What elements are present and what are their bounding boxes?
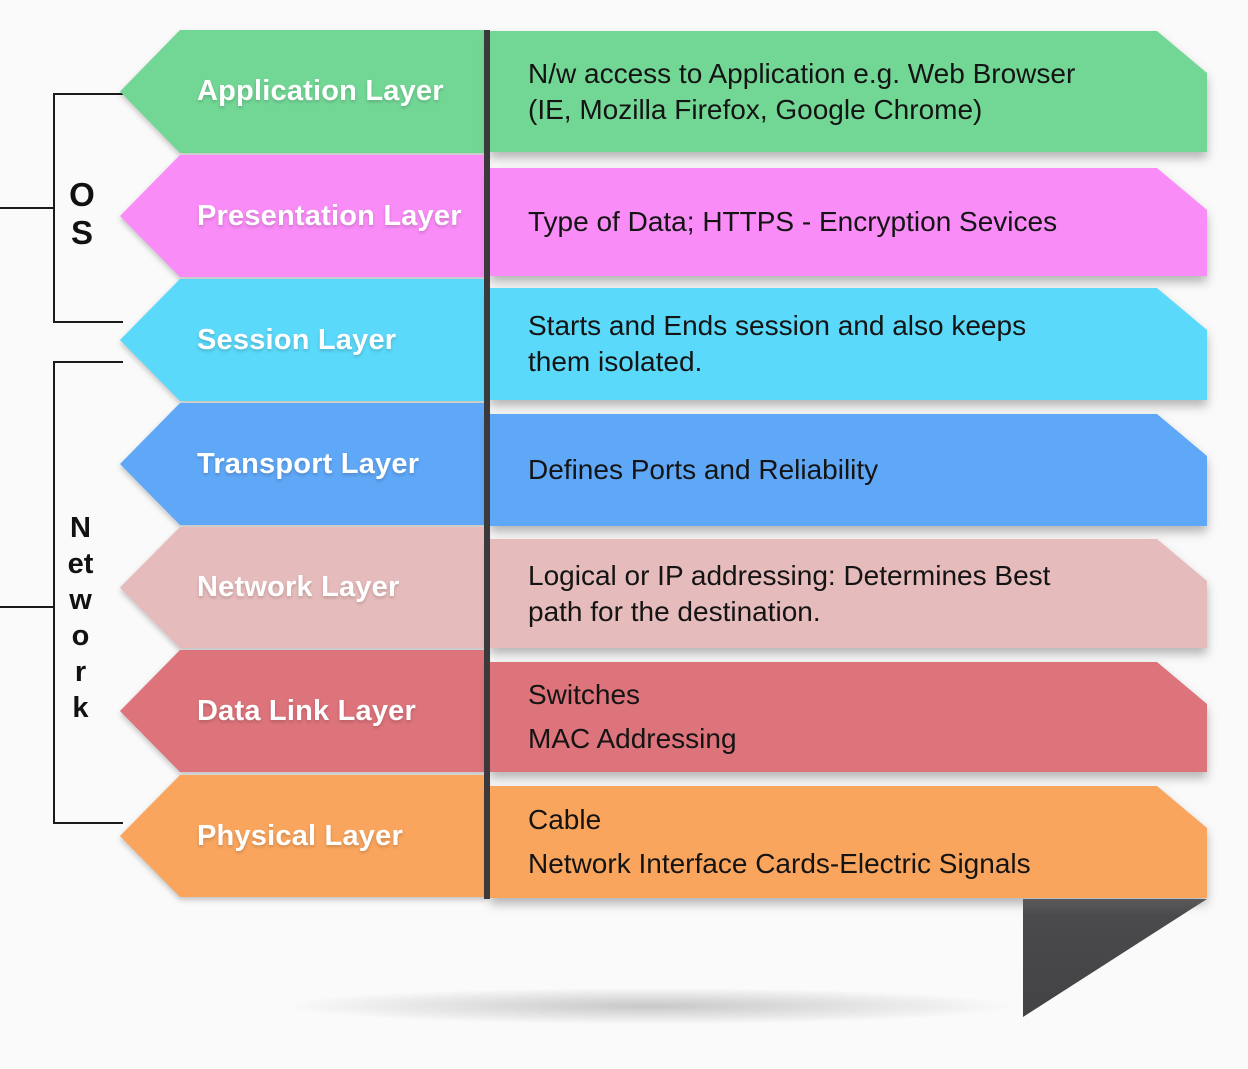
label-description-divider (484, 30, 490, 899)
network-bracket-top-arm (53, 361, 123, 363)
layer-description-physical: Cable Network Interface Cards-Electric S… (490, 786, 1207, 898)
layer-name: Application Layer (197, 75, 444, 107)
description-line: Switches (528, 679, 641, 710)
group-label-os: OS (69, 176, 95, 251)
layer-name: Data Link Layer (197, 694, 416, 727)
layer-name: Presentation Layer (197, 199, 462, 232)
layer-name: Transport Layer (197, 447, 420, 480)
description-line: them isolated. (528, 346, 703, 377)
description-line: Network Interface Cards-Electric Signals (528, 848, 1031, 879)
description-line: (IE, Mozilla Firefox, Google Chrome) (528, 93, 983, 125)
layer-name: Physical Layer (197, 819, 403, 852)
layer-label-network: Network Layer (120, 527, 487, 648)
description-line: Starts and Ends session and also keeps (528, 310, 1027, 341)
description-line: Logical or IP addressing: Determines Bes… (528, 559, 1051, 591)
description-line: Cable (528, 804, 602, 835)
layer-description-presentation: Type of Data; HTTPS - Encryption Sevices (490, 168, 1207, 276)
description-line: N/w access to Application e.g. Web Brows… (528, 57, 1076, 89)
network-bracket-vertical-line (53, 361, 55, 824)
group-label-network: Network (67, 512, 94, 724)
os-bracket-left-arm (0, 207, 53, 209)
description-line: Type of Data; HTTPS - Encryption Sevices (528, 206, 1058, 237)
layer-label-data-link: Data Link Layer (120, 650, 487, 772)
layer-label-session: Session Layer (120, 279, 487, 401)
layer-name: Network Layer (197, 571, 400, 603)
floor-shadow (290, 988, 1010, 1024)
network-bracket-bottom-arm (53, 822, 123, 824)
layer-description-session: Starts and Ends session and also keeps t… (490, 288, 1207, 400)
folded-ribbon-corner (1023, 899, 1207, 1017)
layer-name: Session Layer (197, 323, 397, 356)
layer-label-application: Application Layer (120, 30, 487, 153)
layer-label-physical: Physical Layer (120, 775, 487, 897)
layer-description-transport: Defines Ports and Reliability (490, 414, 1207, 526)
layer-description-data-link: Switches MAC Addressing (490, 662, 1207, 772)
network-bracket-left-arm (0, 606, 53, 608)
os-bracket-top-arm (53, 93, 123, 95)
description-line: path for the destination. (528, 595, 821, 627)
layer-label-transport: Transport Layer (120, 403, 487, 525)
os-bracket-vertical-line (53, 93, 55, 323)
layer-description-application: N/w access to Application e.g. Web Brows… (490, 31, 1207, 152)
os-bracket-bottom-arm (53, 321, 123, 323)
description-line: MAC Addressing (528, 723, 737, 754)
layer-label-presentation: Presentation Layer (120, 155, 487, 277)
description-line: Defines Ports and Reliability (528, 454, 879, 485)
layer-description-network: Logical or IP addressing: Determines Bes… (490, 539, 1207, 648)
